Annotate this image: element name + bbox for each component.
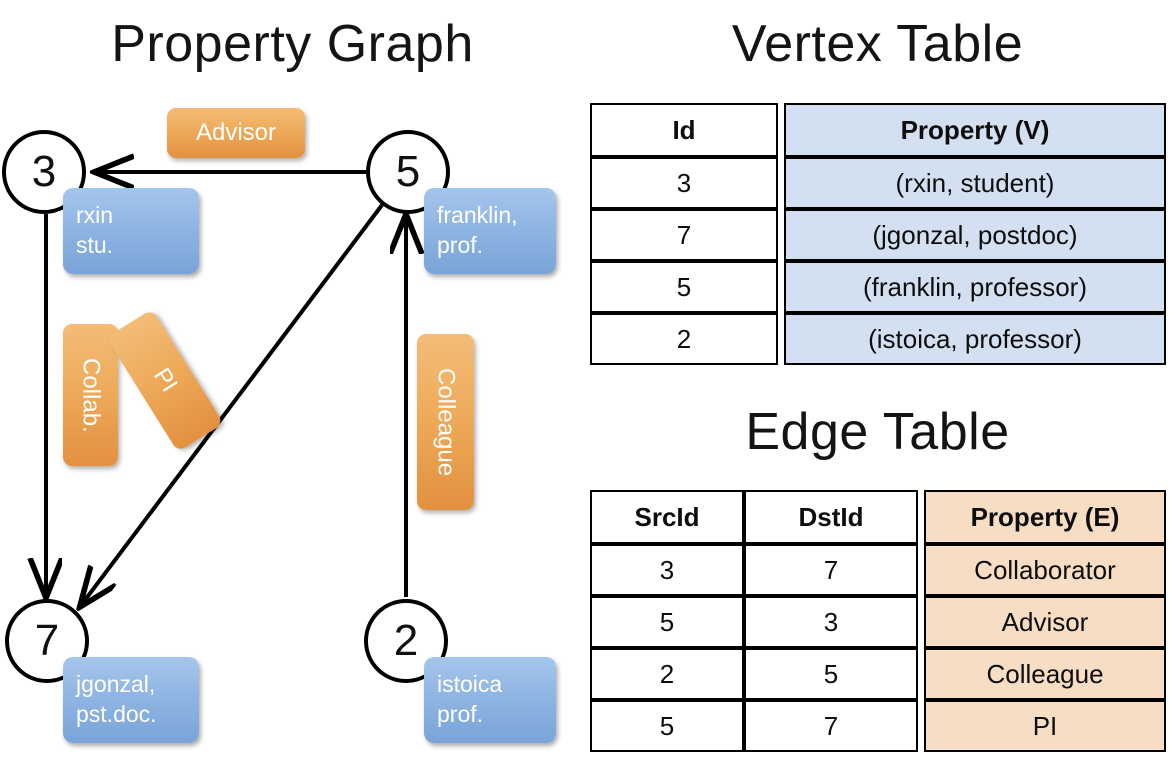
- table-row[interactable]: 2 (istoica, professor): [590, 313, 1166, 365]
- vertex-row-3-property: (istoica, professor): [784, 313, 1166, 365]
- vertex-row-2-property: (franklin, professor): [784, 261, 1166, 313]
- edge-row-3-property: PI: [924, 700, 1166, 752]
- vertex-property-box-7-line1: jgonzal,: [76, 671, 156, 697]
- edge-row-2-dst: 5: [744, 648, 918, 700]
- edge-row-1-property: Advisor: [924, 596, 1166, 648]
- edge-row-0-src: 3: [590, 544, 744, 596]
- vertex-row-0-separator: [778, 157, 784, 209]
- graph-node-5-label: 5: [395, 147, 421, 196]
- vertex-row-0-property: (rxin, student): [784, 157, 1166, 209]
- vertex-row-2-separator: [778, 261, 784, 313]
- vertex-property-box-5-line2: prof.: [437, 232, 484, 258]
- edge-property-box-colleague[interactable]: Colleague: [417, 334, 474, 510]
- page-title-edge-table: Edge Table: [745, 403, 1010, 461]
- edge-line-5-to-7: [82, 203, 384, 604]
- table-row[interactable]: 3 7 Collaborator: [590, 544, 1166, 596]
- edge-row-1-src: 5: [590, 596, 744, 648]
- property-graph-diagram: 3 5 7 2 rxin stu. franklin, prof. jgonza…: [0, 0, 585, 760]
- graph-edges-svg: [0, 0, 585, 760]
- page-title-vertex-table: Vertex Table: [731, 15, 1024, 73]
- page-title-property-graph: Property Graph: [111, 15, 474, 73]
- edge-table: SrcId DstId Property (E) 3 7 Collaborato…: [590, 490, 1166, 752]
- edge-property-box-collab-label: Collab.: [77, 357, 105, 433]
- vertex-table-column-separator: [778, 103, 784, 157]
- vertex-row-0-id: 3: [590, 157, 778, 209]
- graph-node-2-label: 2: [393, 616, 419, 665]
- vertex-row-2-id: 5: [590, 261, 778, 313]
- edge-property-box-pi-label: PI: [147, 363, 183, 398]
- vertex-table-header-row: Id Property (V): [590, 103, 1166, 157]
- vertex-table-header-id: Id: [590, 103, 778, 157]
- graph-node-2[interactable]: 2: [364, 599, 448, 683]
- edge-row-3-separator: [918, 700, 924, 752]
- edge-table-header-row: SrcId DstId Property (E): [590, 490, 1166, 544]
- edge-table-header-property: Property (E): [924, 490, 1166, 544]
- edge-row-2-separator: [918, 648, 924, 700]
- vertex-row-1-property: (jgonzal, postdoc): [784, 209, 1166, 261]
- vertex-row-1-id: 7: [590, 209, 778, 261]
- edge-table-header-srcid: SrcId: [590, 490, 744, 544]
- vertex-property-box-7-line2: pst.doc.: [76, 701, 157, 727]
- edge-row-2-property: Colleague: [924, 648, 1166, 700]
- edge-property-box-collab[interactable]: Collab.: [63, 324, 118, 466]
- edge-row-1-separator: [918, 596, 924, 648]
- edge-row-3-src: 5: [590, 700, 744, 752]
- edge-row-3-dst: 7: [744, 700, 918, 752]
- vertex-property-box-2-line2: prof.: [437, 701, 484, 727]
- edge-row-0-separator: [918, 544, 924, 596]
- vertex-row-3-separator: [778, 313, 784, 365]
- vertex-row-3-id: 2: [590, 313, 778, 365]
- table-row[interactable]: 2 5 Colleague: [590, 648, 1166, 700]
- vertex-property-box-5[interactable]: franklin, prof.: [424, 188, 556, 274]
- edge-property-box-colleague-label: Colleague: [432, 367, 460, 477]
- vertex-property-box-3[interactable]: rxin stu.: [63, 188, 199, 274]
- vertex-table: Id Property (V) 3 (rxin, student) 7 (jgo…: [590, 103, 1166, 365]
- edge-row-2-src: 2: [590, 648, 744, 700]
- edge-row-0-property: Collaborator: [924, 544, 1166, 596]
- edge-property-box-advisor[interactable]: Advisor: [167, 108, 305, 158]
- vertex-property-box-7[interactable]: jgonzal, pst.doc.: [63, 657, 199, 743]
- vertex-property-box-5-line1: franklin,: [437, 202, 518, 228]
- table-row[interactable]: 5 3 Advisor: [590, 596, 1166, 648]
- vertex-row-1-separator: [778, 209, 784, 261]
- graph-node-3-label: 3: [31, 147, 57, 196]
- table-row[interactable]: 5 7 PI: [590, 700, 1166, 752]
- edge-row-1-dst: 3: [744, 596, 918, 648]
- edge-table-column-separator: [918, 490, 924, 544]
- vertex-property-box-2[interactable]: istoica prof.: [424, 657, 556, 743]
- graph-node-7-label: 7: [34, 616, 60, 665]
- vertex-property-box-3-line1: rxin: [76, 202, 114, 228]
- table-row[interactable]: 3 (rxin, student): [590, 157, 1166, 209]
- table-row[interactable]: 7 (jgonzal, postdoc): [590, 209, 1166, 261]
- edge-row-0-dst: 7: [744, 544, 918, 596]
- edge-table-header-dstid: DstId: [744, 490, 918, 544]
- vertex-property-box-3-line2: stu.: [76, 232, 114, 258]
- table-row[interactable]: 5 (franklin, professor): [590, 261, 1166, 313]
- edge-property-box-advisor-label: Advisor: [195, 119, 277, 146]
- vertex-property-box-2-line1: istoica: [437, 671, 503, 697]
- vertex-table-header-property: Property (V): [784, 103, 1166, 157]
